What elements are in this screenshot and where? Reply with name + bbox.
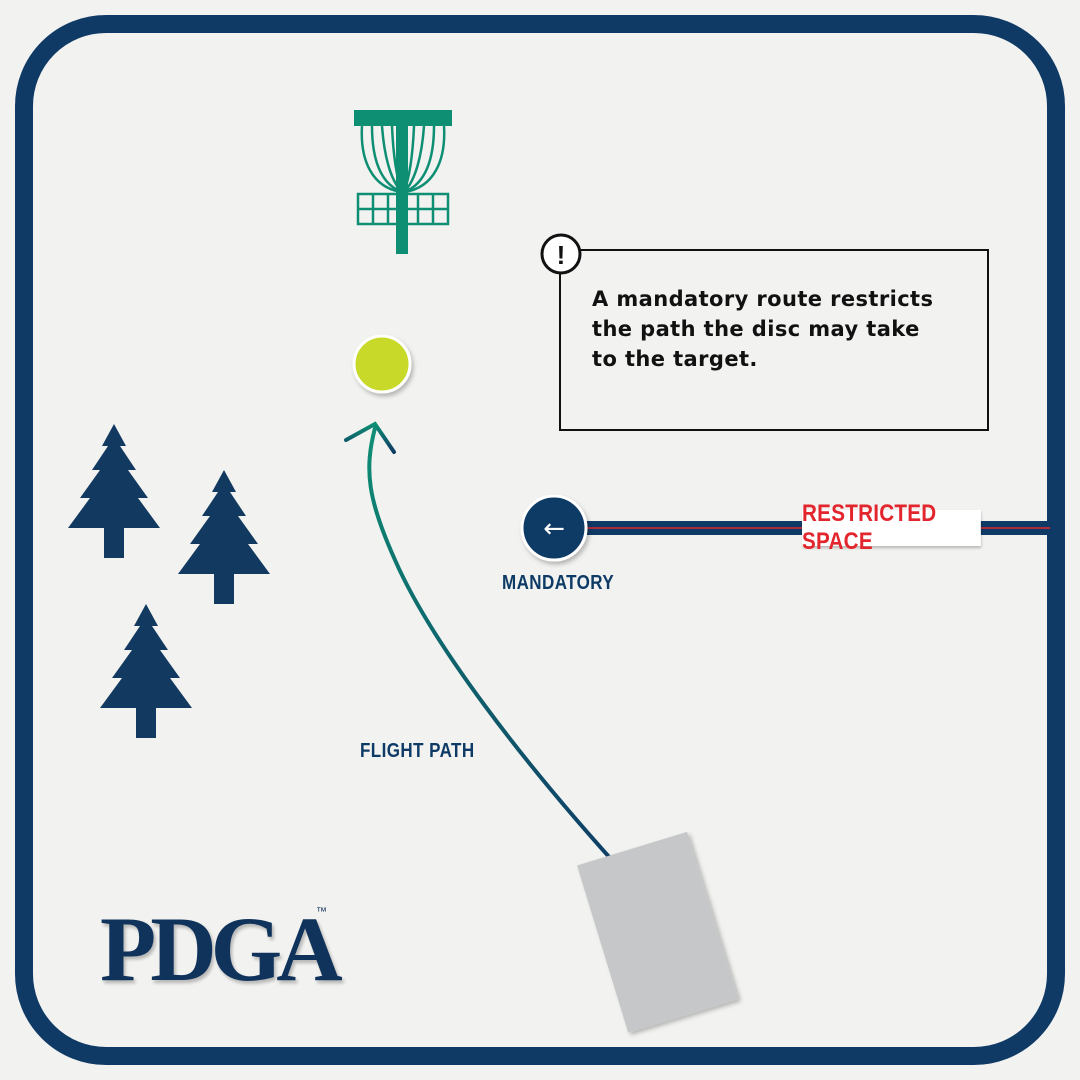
mandatory-label: MANDATORY	[502, 572, 615, 594]
mandatory-marker: ←	[520, 494, 588, 562]
flight-path-arrow	[344, 421, 632, 882]
pine-tree-icon	[178, 470, 270, 604]
note-line: A mandatory route restricts	[592, 287, 934, 311]
note-line: to the target.	[592, 347, 758, 371]
note-line: the path the disc may take	[592, 317, 920, 341]
trees	[68, 424, 270, 738]
pine-tree-icon	[100, 604, 192, 738]
note-text: A mandatory route restricts the path the…	[592, 284, 972, 374]
flight-path-label: FLIGHT PATH	[360, 740, 475, 762]
disc-icon	[352, 334, 412, 394]
note-box: !	[540, 233, 989, 431]
disc-golf-basket-icon	[354, 110, 452, 254]
exclamation-icon	[540, 233, 582, 275]
trademark-mark: ™	[316, 906, 327, 918]
arrow-left-icon: ←	[543, 514, 565, 544]
pdga-logo: PDGA	[100, 898, 343, 1000]
pine-tree-icon	[68, 424, 160, 558]
restricted-space-label: RESTRICTED SPACE	[802, 500, 981, 555]
diagram-frame	[15, 15, 1065, 1065]
tee-pad-icon	[577, 831, 739, 1033]
svg-text:!: !	[557, 240, 566, 270]
